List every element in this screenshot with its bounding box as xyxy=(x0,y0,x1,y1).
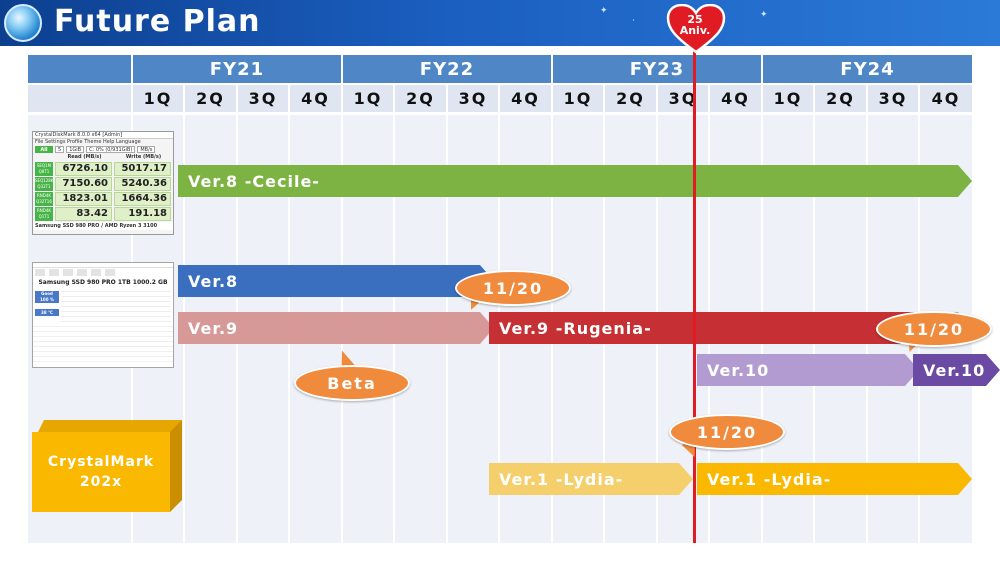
quarter-header: 3Q xyxy=(448,85,498,112)
callout-date: 11/20 xyxy=(876,311,992,347)
quarter-header: 4Q xyxy=(920,85,972,112)
quarter-header: 1Q xyxy=(763,85,813,112)
quarter-header: 2Q xyxy=(815,85,866,112)
fy-header: FY22 xyxy=(343,55,551,83)
page-title: Future Plan xyxy=(54,4,261,39)
count-select: 5 xyxy=(55,146,65,153)
screenshot-menu: File Settings Profile Theme Help Languag… xyxy=(35,139,141,145)
drive-details xyxy=(61,287,171,322)
write-header: Write (MB/s) xyxy=(125,154,162,160)
read-value: 6726.10 xyxy=(55,162,112,176)
screenshot-footer: Samsung SSD 980 PRO / AMD Ryzen 3 3100 xyxy=(33,222,173,230)
crystalmark-box: CrystalMark 202x xyxy=(32,432,170,512)
crystalmark-box-line1: CrystalMark xyxy=(47,454,155,470)
crystalmark-ver1-bar: Ver.1 -Lydia- xyxy=(697,463,972,495)
write-value: 1664.36 xyxy=(114,192,171,206)
quarter-header: 3Q xyxy=(868,85,918,112)
quarter-header: 4Q xyxy=(710,85,761,112)
drive-select: C: 0% (0/931GiB) xyxy=(86,146,136,153)
smart-attribute-list xyxy=(33,322,173,362)
write-value: 5240.36 xyxy=(114,177,171,191)
write-value: 5017.17 xyxy=(114,162,171,176)
diskinfo-ver10-preview-bar: Ver.10 xyxy=(697,354,919,386)
sparkle-icon: ✦ xyxy=(760,10,768,20)
quarter-header-spacer xyxy=(28,85,131,112)
sparkle-icon: · xyxy=(632,16,635,26)
crystaldiskmark-screenshot: CrystalDiskMark 8.0.0 x64 [Admin] File S… xyxy=(32,131,174,235)
callout-beta: Beta xyxy=(294,365,410,401)
quarter-header: 3Q xyxy=(238,85,288,112)
fy-header: FY21 xyxy=(133,55,341,83)
quarter-header: 1Q xyxy=(133,85,183,112)
screenshot-titlebar xyxy=(33,263,173,268)
write-value: 191.18 xyxy=(114,207,171,221)
callout-date: 11/20 xyxy=(455,270,571,306)
fy-header: FY23 xyxy=(553,55,761,83)
crystalmark-box-top xyxy=(38,420,182,432)
quarter-header: 2Q xyxy=(395,85,446,112)
fy-header-spacer xyxy=(28,55,131,83)
globe-icon xyxy=(4,4,42,42)
screenshot-title: Samsung SSD 980 PRO 1TB 1000.2 GB xyxy=(38,279,168,286)
diskinfo-ver9-beta-bar: Ver.9 xyxy=(178,312,494,344)
fy-header: FY24 xyxy=(763,55,972,83)
crystalmark-box-line2: 202x xyxy=(79,474,123,490)
milestone-line xyxy=(693,22,696,543)
screenshot-title: CrystalDiskMark 8.0.0 x64 [Admin] xyxy=(33,132,173,139)
read-value: 1823.01 xyxy=(55,192,112,206)
diskmark-ver8-bar: Ver.8 -Cecile- xyxy=(178,165,972,197)
unit-select: MB/s xyxy=(137,146,156,153)
crystalmark-box-side xyxy=(170,420,182,512)
sparkle-icon: ✦ xyxy=(600,6,608,16)
header-banner: Future Plan ✦ · ✦ xyxy=(0,0,1000,46)
all-button: All xyxy=(35,146,53,153)
quarter-header: 4Q xyxy=(290,85,341,112)
drive-tabs xyxy=(33,268,173,278)
heart-icon xyxy=(666,4,726,54)
quarter-header: 2Q xyxy=(185,85,236,112)
crystalmark-ver1-preview-bar: Ver.1 -Lydia- xyxy=(489,463,693,495)
quarter-header: 1Q xyxy=(553,85,603,112)
read-header: Read (MB/s) xyxy=(67,154,102,160)
quarter-header: 3Q xyxy=(658,85,708,112)
size-select: 1GiB xyxy=(66,146,85,153)
temperature-status: 38 °C xyxy=(35,309,59,316)
diskinfo-ver10-bar: Ver.10 xyxy=(913,354,1000,386)
result-header: Read (MB/s) Write (MB/s) xyxy=(33,154,173,161)
read-value: 7150.60 xyxy=(55,177,112,191)
quarter-header: 4Q xyxy=(500,85,551,112)
read-value: 83.42 xyxy=(55,207,112,221)
quarter-header: 2Q xyxy=(605,85,656,112)
quarter-header: 1Q xyxy=(343,85,393,112)
diskinfo-ver8-bar: Ver.8 xyxy=(178,265,494,297)
callout-date: 11/20 xyxy=(669,414,785,450)
screenshot-controls: All 5 1GiB C: 0% (0/931GiB) MB/s xyxy=(33,145,173,154)
